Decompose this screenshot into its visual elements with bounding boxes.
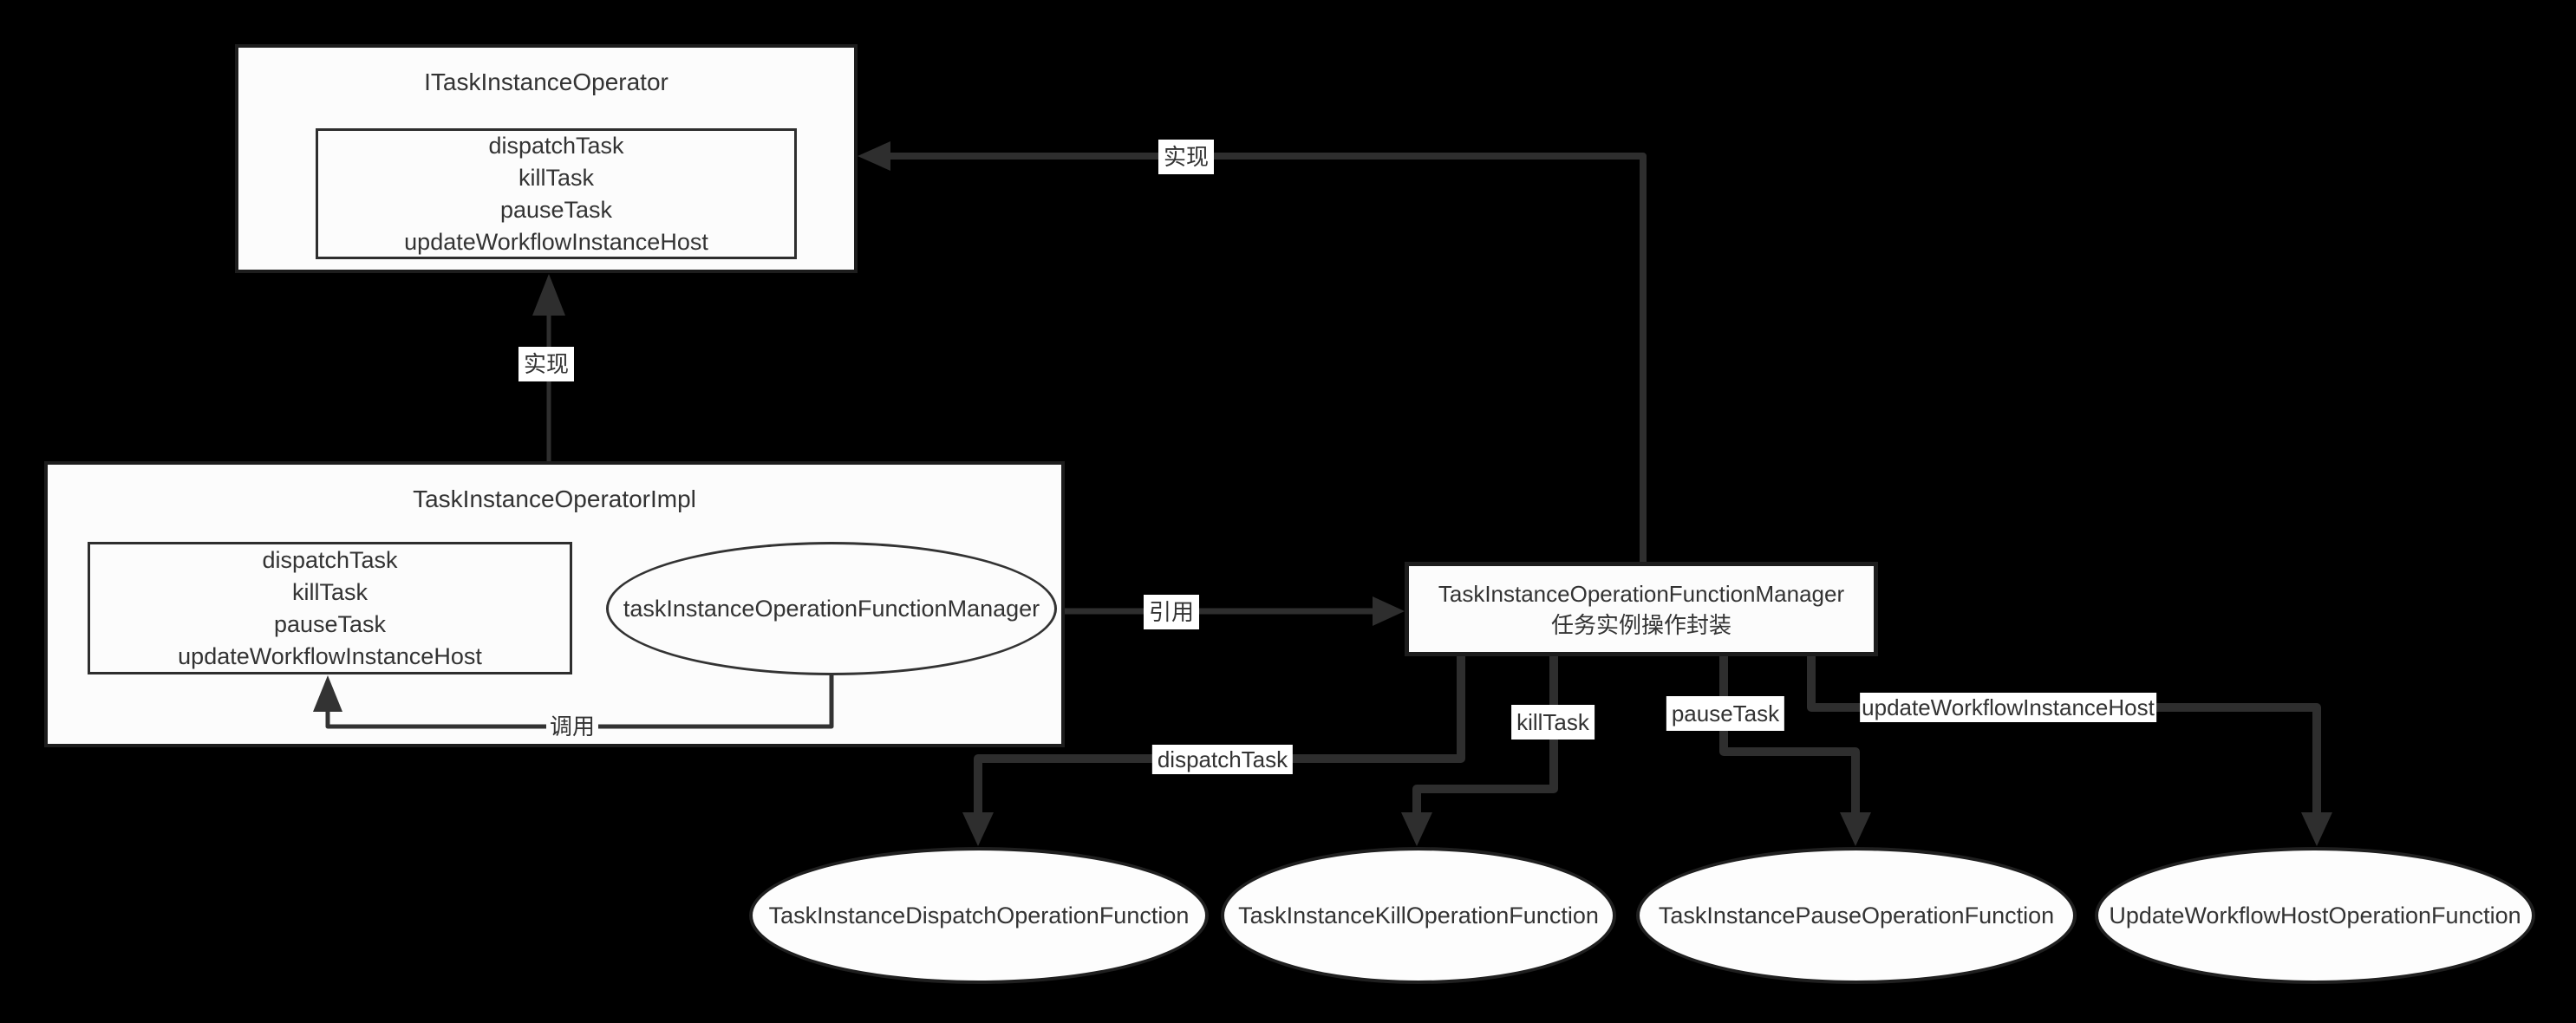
arrowhead-into-manager-box	[1373, 596, 1405, 626]
edge-label-updateworkflowinstancehost: updateWorkflowInstanceHost	[1860, 693, 2156, 722]
edge-label-dispatchtask: dispatchTask	[1151, 745, 1294, 774]
edge-label-reference: 引用	[1143, 595, 1200, 629]
function-manager-title: TaskInstanceOperationFunctionManager	[1438, 580, 1845, 607]
arrowhead-into-interface-bottom	[532, 274, 565, 316]
impl-methods-box: dispatchTask killTask pauseTask updateWo…	[88, 542, 572, 674]
edge-label-pausetask: pauseTask	[1666, 696, 1785, 731]
edge-dispatch	[974, 656, 1465, 817]
arrowhead-into-interface-right	[858, 141, 890, 171]
arrowhead-into-impl-methods-box	[313, 675, 342, 712]
manager-ellipse-label: taskInstanceOperationFunctionManager	[623, 595, 1040, 622]
interface-box-title: ITaskInstanceOperator	[424, 68, 668, 95]
method-killtask: killTask	[518, 164, 594, 191]
function-manager-box: TaskInstanceOperationFunctionManager 任务实…	[1405, 562, 1878, 656]
interface-box-itaskinstanceoperator: ITaskInstanceOperator dispatchTask killT…	[235, 44, 858, 273]
impl-box-taskinstanceoperatorimpl: TaskInstanceOperatorImpl dispatchTask ki…	[44, 461, 1065, 747]
interface-methods-box: dispatchTask killTask pauseTask updateWo…	[316, 128, 797, 259]
ellipse-kill-label: TaskInstanceKillOperationFunction	[1238, 902, 1599, 929]
method-dispatchtask: dispatchTask	[262, 546, 398, 573]
method-killtask: killTask	[291, 578, 368, 605]
method-pausetask: pauseTask	[499, 196, 613, 223]
ellipse-pause-label: TaskInstancePauseOperationFunction	[1658, 902, 2055, 929]
method-updateworkflowinstancehost: updateWorkflowInstanceHost	[178, 642, 482, 669]
edge-label-realize-top: 实现	[1158, 140, 1215, 174]
arrowhead-into-kill-ellipse	[1401, 812, 1432, 846]
ellipse-kill-function: TaskInstanceKillOperationFunction	[1221, 847, 1616, 984]
manager-ellipse: taskInstanceOperationFunctionManager	[606, 542, 1057, 675]
edge-label-realize-left: 实现	[518, 347, 575, 381]
ellipse-dispatch-label: TaskInstanceDispatchOperationFunction	[768, 902, 1190, 929]
method-pausetask: pauseTask	[273, 610, 387, 637]
edge-pause	[1719, 656, 1860, 817]
ellipse-dispatch-function: TaskInstanceDispatchOperationFunction	[749, 847, 1209, 984]
edge-realize-top	[890, 153, 1647, 562]
method-dispatchtask: dispatchTask	[488, 132, 624, 159]
ellipse-update-function: UpdateWorkflowHostOperationFunction	[2095, 847, 2535, 984]
arrowhead-into-pause-ellipse	[1840, 812, 1871, 846]
edge-label-call: 调用	[545, 713, 599, 740]
method-updateworkflowinstancehost: updateWorkflowInstanceHost	[404, 228, 708, 255]
edge-label-killtask: killTask	[1511, 705, 1595, 740]
impl-box-title: TaskInstanceOperatorImpl	[413, 485, 696, 512]
ellipse-pause-function: TaskInstancePauseOperationFunction	[1636, 847, 2077, 984]
ellipse-update-label: UpdateWorkflowHostOperationFunction	[2109, 902, 2521, 929]
arrowhead-into-update-ellipse	[2301, 812, 2332, 846]
edge-update	[1807, 656, 2321, 817]
function-manager-subtitle: 任务实例操作封装	[1550, 611, 1731, 638]
arrowhead-into-dispatch-ellipse	[962, 812, 994, 846]
